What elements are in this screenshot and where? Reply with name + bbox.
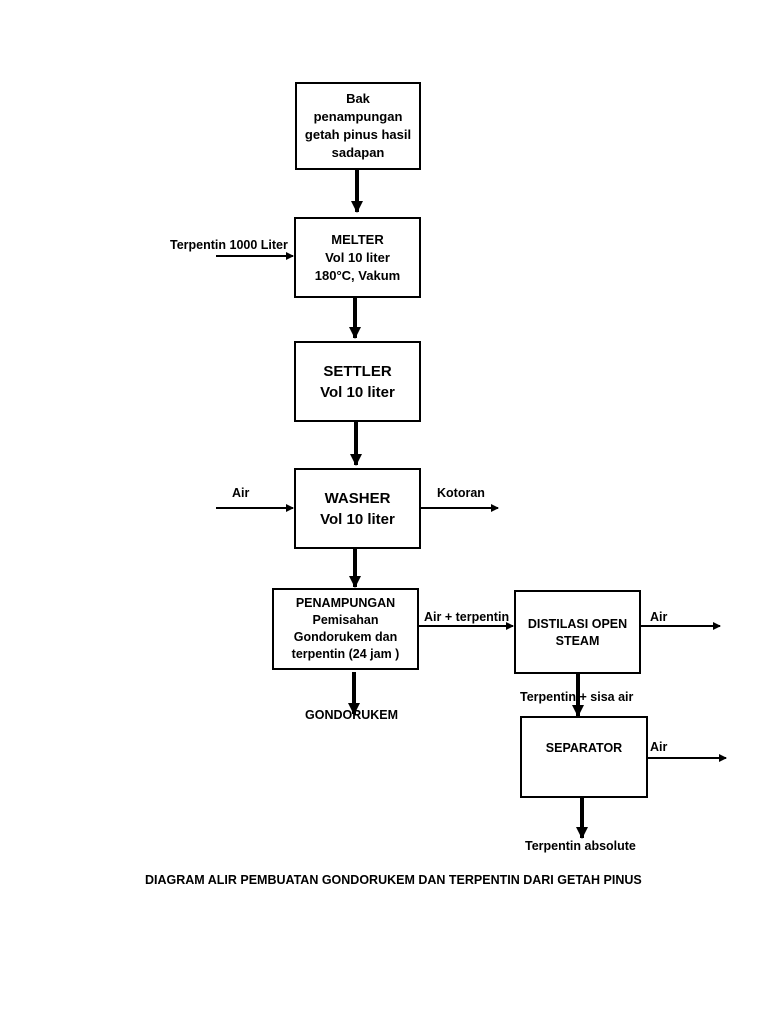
penampungan-line-2: Pemisahan <box>312 613 379 627</box>
bak-line-1: Bak <box>346 91 370 106</box>
label-terpentin-absolute: Terpentin absolute <box>525 839 636 853</box>
washer-line-2: Vol 10 liter <box>320 510 395 528</box>
label-gondorukem: GONDORUKEM <box>305 708 399 722</box>
bak-line-2: penampungan <box>313 109 403 124</box>
label-kotoran: Kotoran <box>437 486 485 500</box>
settler-box: SETTLER Vol 10 liter <box>294 341 421 422</box>
distilasi-line-1: DISTILASI OPEN <box>527 617 628 631</box>
washer-box: WASHER Vol 10 liter <box>294 468 421 549</box>
melter-line-2: Vol 10 liter <box>325 249 390 265</box>
bak-penampungan-box: Bak penampungan getah pinus hasil sadapa… <box>295 82 421 170</box>
label-air-out-1: Air <box>650 610 668 624</box>
settler-line-1: SETTLER <box>323 362 392 380</box>
melter-line-1: MELTER <box>331 231 384 247</box>
diagram-caption: DIAGRAM ALIR PEMBUATAN GONDORUKEM DAN TE… <box>145 873 642 887</box>
label-air-in: Air <box>232 486 250 500</box>
settler-line-2: Vol 10 liter <box>320 383 395 401</box>
melter-line-3: 180°C, Vakum <box>314 267 401 283</box>
bak-line-4: sadapan <box>331 145 385 160</box>
distilasi-box: DISTILASI OPEN STEAM <box>514 590 641 674</box>
penampungan-box: PENAMPUNGAN Pemisahan Gondorukem dan ter… <box>272 588 419 670</box>
label-terpentin-in: Terpentin 1000 Liter <box>170 238 288 252</box>
label-air-out-2: Air <box>650 740 668 754</box>
penampungan-line-1: PENAMPUNGAN <box>295 596 396 610</box>
separator-line-1: SEPARATOR <box>545 741 623 755</box>
melter-box: MELTER Vol 10 liter 180°C, Vakum <box>294 217 421 298</box>
penampungan-line-3: Gondorukem dan <box>293 630 398 644</box>
washer-line-1: WASHER <box>324 489 391 507</box>
label-air-terpentin: Air + terpentin <box>424 610 510 624</box>
penampungan-line-4: terpentin (24 jam ) <box>291 647 400 661</box>
separator-box: SEPARATOR <box>520 716 648 798</box>
label-terpentin-sisa-air: Terpentin + sisa air <box>520 690 634 704</box>
bak-line-3: getah pinus hasil <box>304 127 412 142</box>
distilasi-line-2: STEAM <box>555 634 600 648</box>
